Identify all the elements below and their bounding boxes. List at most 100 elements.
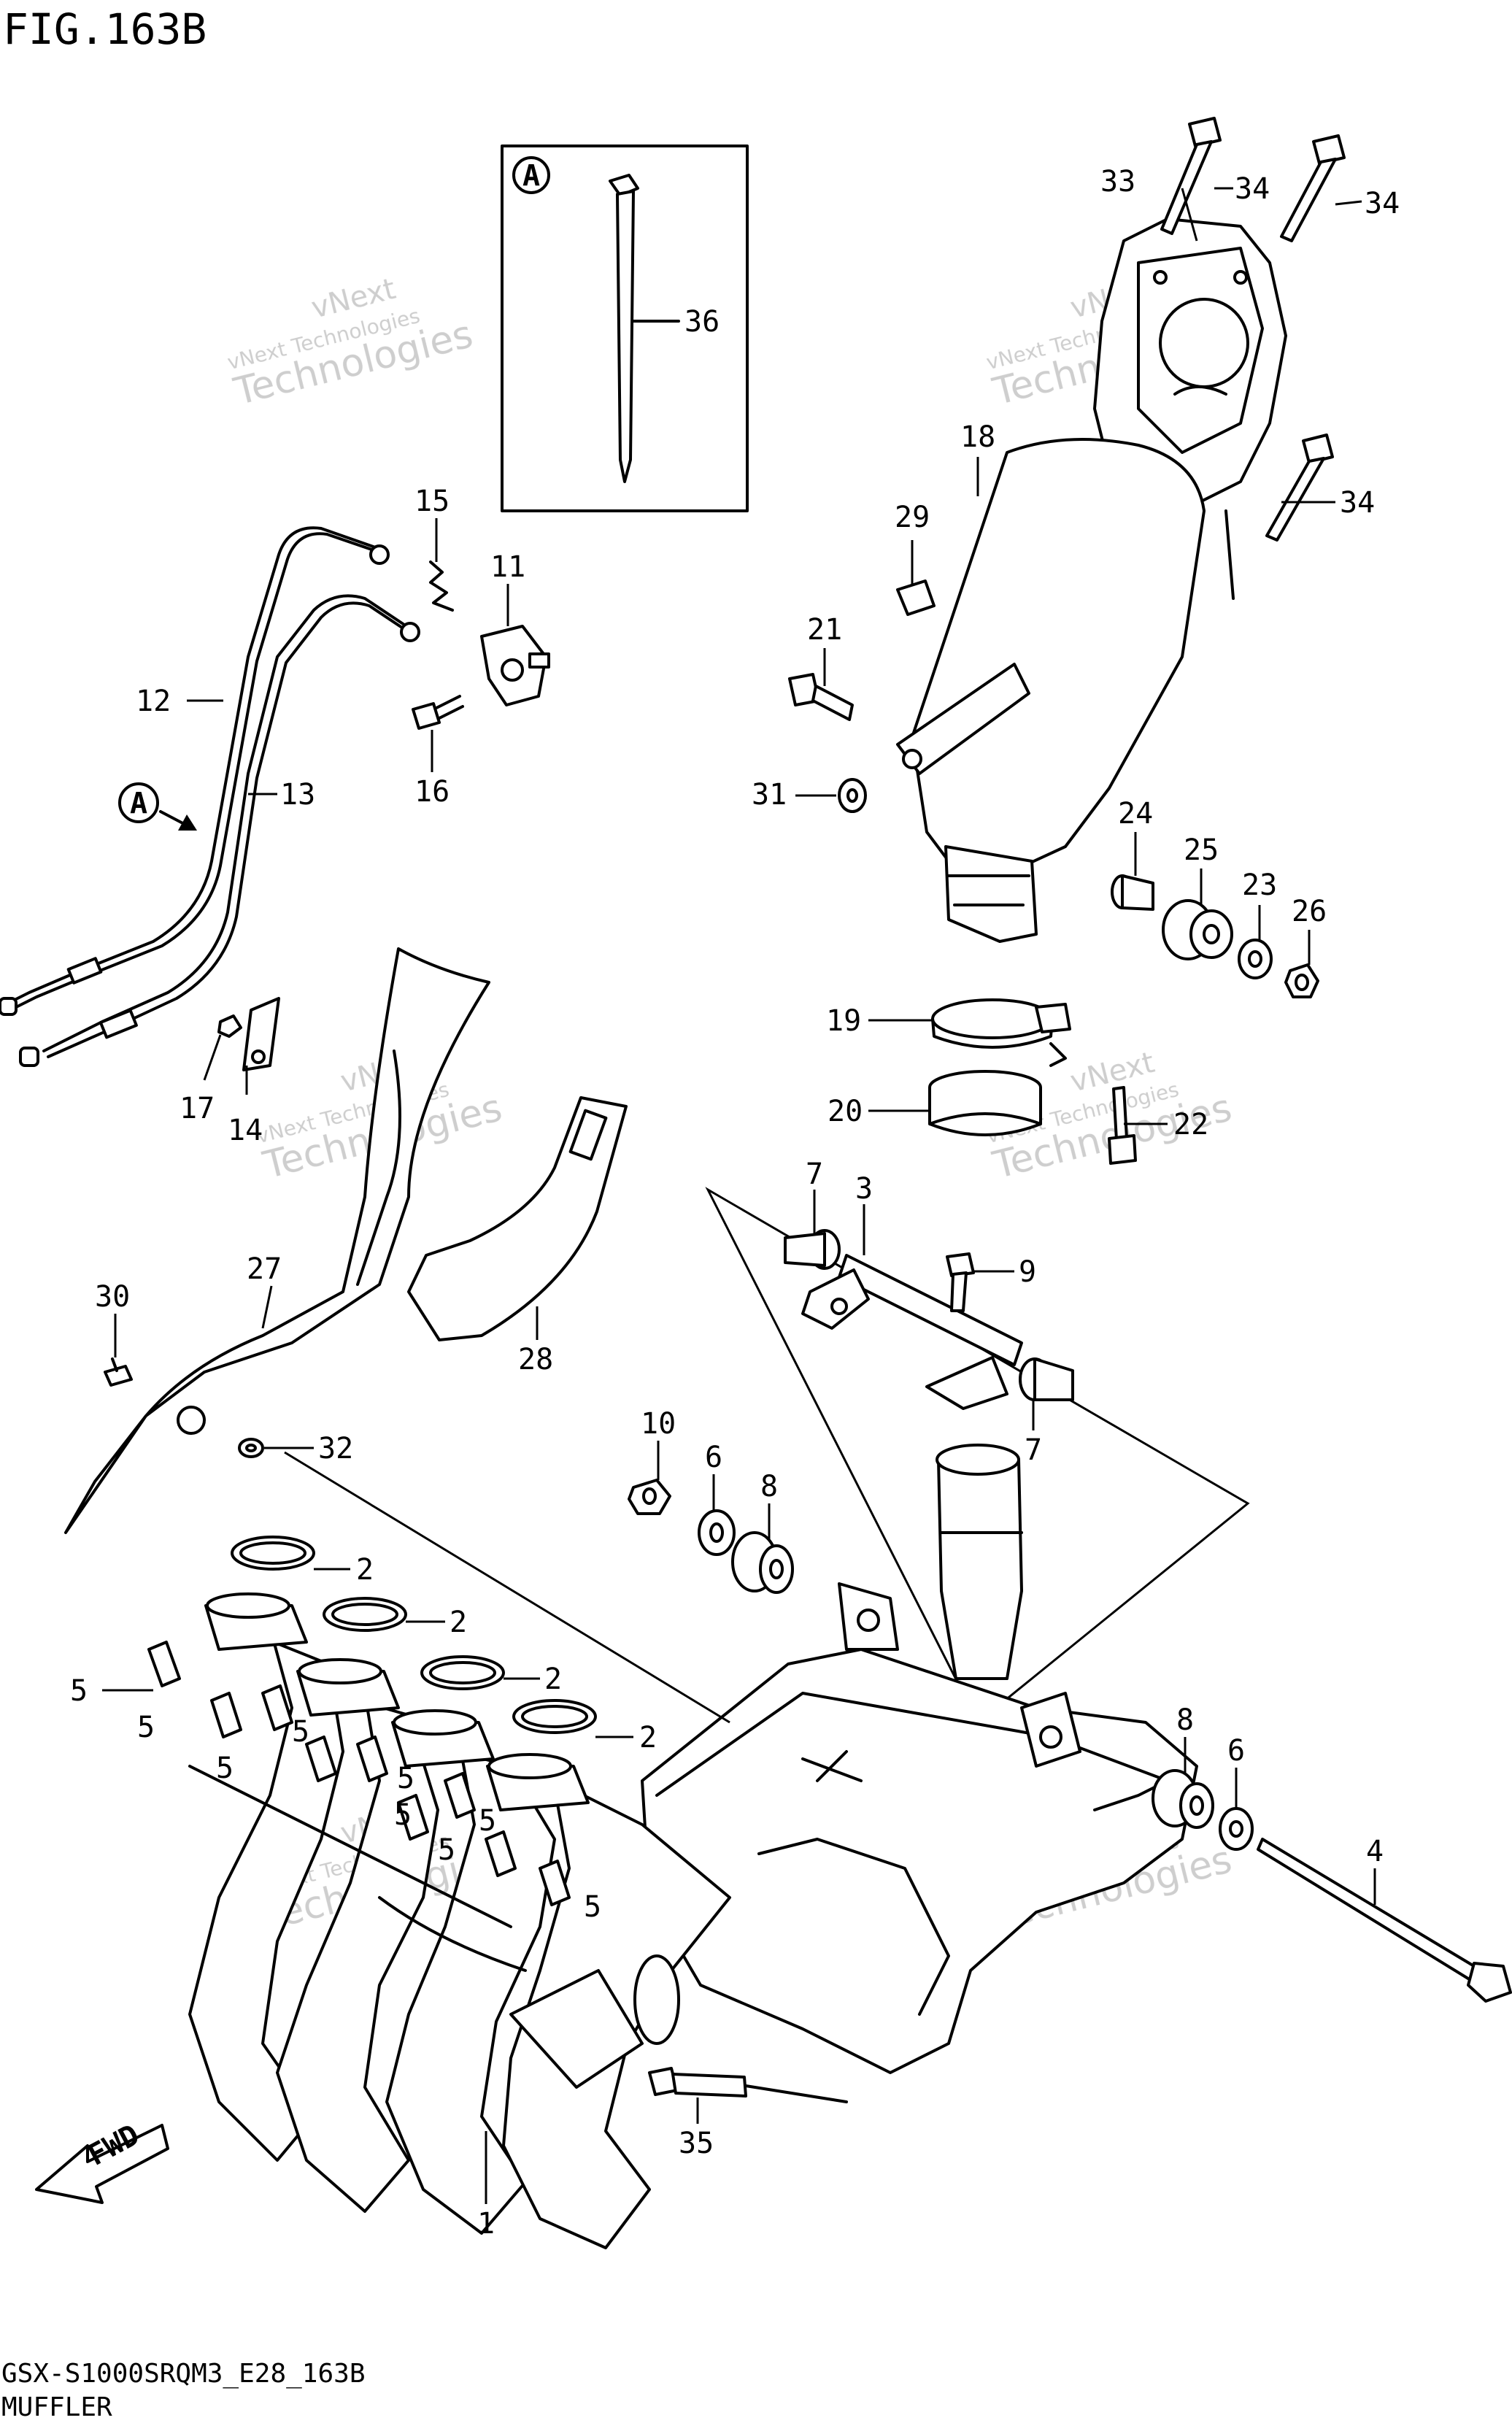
nut-26 [1284, 963, 1319, 998]
cushion-25 [1162, 899, 1233, 960]
callout-16: 16 [414, 775, 450, 809]
header-flange-1 [204, 1592, 308, 1651]
cable-12 [0, 526, 390, 1016]
callout-27: 27 [247, 1252, 282, 1286]
clamp-19 [931, 998, 1071, 1049]
reference-arrow-a: A [118, 782, 197, 831]
cushion-8-left [731, 1531, 794, 1594]
callout-2-d: 2 [639, 1721, 657, 1754]
callout-5-b: 5 [137, 1711, 155, 1744]
grommet-32 [238, 1438, 264, 1458]
callout-3: 3 [855, 1172, 873, 1206]
header-flange-3 [391, 1709, 495, 1768]
callout-13: 13 [280, 778, 315, 812]
callout-34-a: 34 [1235, 172, 1270, 206]
callout-28: 28 [518, 1343, 553, 1376]
nut-31 [838, 778, 867, 813]
callout-31: 31 [752, 778, 787, 812]
stud-5-e [356, 1736, 388, 1782]
heat-shield-28 [407, 1096, 628, 1341]
stud-5-g [444, 1772, 476, 1819]
callout-34-c: 34 [1340, 486, 1375, 520]
cable-tie-36 [609, 174, 680, 483]
callout-6-b: 6 [1227, 1734, 1245, 1768]
cushion-8-right [1152, 1769, 1214, 1829]
header-flange-2 [296, 1658, 400, 1717]
arrow-head-icon [178, 814, 197, 831]
callout-4: 4 [1366, 1835, 1384, 1868]
muffler-body-18 [896, 438, 1206, 943]
bracket-14 [242, 997, 280, 1071]
callout-5-h: 5 [479, 1804, 496, 1838]
callout-5-i: 5 [584, 1890, 601, 1924]
callout-8-b: 8 [1176, 1703, 1194, 1737]
callout-5-a: 5 [70, 1674, 88, 1708]
callout-29: 29 [895, 501, 930, 534]
nut-17 [217, 1014, 242, 1038]
callout-21: 21 [807, 613, 842, 647]
callout-7-b: 7 [1025, 1433, 1042, 1467]
gasket-2-4 [512, 1699, 597, 1734]
direction-arrow: FWD [35, 2118, 169, 2204]
callout-30: 30 [95, 1280, 130, 1314]
gasket-2-1 [231, 1536, 315, 1571]
damper-29 [896, 579, 936, 616]
collar-7-bottom [1019, 1357, 1074, 1401]
callout-36: 36 [684, 305, 720, 339]
stud-5-c [261, 1684, 293, 1731]
stud-5-h [485, 1830, 517, 1877]
bracket-3 [801, 1254, 1023, 1410]
callout-2-b: 2 [450, 1606, 467, 1639]
sensor-35 [648, 2067, 848, 2103]
callout-23: 23 [1242, 868, 1277, 902]
callout-15: 15 [414, 485, 450, 518]
callout-20: 20 [828, 1095, 863, 1128]
callout-33: 33 [1100, 165, 1135, 199]
gasket-2-3 [420, 1655, 505, 1690]
bolt-34-right [1265, 434, 1334, 542]
callout-5-e: 5 [397, 1762, 414, 1795]
stud-5-a [147, 1641, 181, 1687]
bolt-34-top-right [1280, 134, 1346, 242]
callout-17: 17 [180, 1092, 215, 1125]
bolt-21 [788, 673, 854, 721]
callout-2-a: 2 [356, 1553, 374, 1587]
washer-6-left [698, 1509, 736, 1556]
callout-7-a: 7 [806, 1157, 823, 1191]
collar-7-top [784, 1229, 841, 1270]
bolt-9 [946, 1252, 975, 1312]
model-code: GSX-S1000SRQM3_E28_163B [1, 2359, 366, 2389]
reference-marker-circle [118, 782, 159, 823]
callout-1: 1 [477, 2207, 495, 2241]
callout-2-c: 2 [544, 1663, 562, 1696]
callout-5-f: 5 [394, 1798, 412, 1832]
callout-5-g: 5 [438, 1833, 455, 1867]
cable-bracket-11 [480, 625, 550, 706]
callout-5-d: 5 [292, 1715, 309, 1749]
callout-25: 25 [1184, 833, 1219, 867]
callout-9: 9 [1019, 1255, 1036, 1289]
bolt-30 [104, 1357, 133, 1387]
callout-labels: 33 34 34 34 36 18 29 21 31 24 25 23 26 1… [70, 165, 1400, 2241]
callout-8-a: 8 [760, 1470, 778, 1503]
nut-10 [628, 1479, 671, 1515]
callout-12: 12 [136, 685, 171, 718]
stud-5-d [305, 1736, 337, 1782]
stud-5-b [210, 1692, 242, 1738]
callout-26: 26 [1292, 895, 1327, 928]
bolt-34-top-left [1160, 117, 1222, 235]
washer-23 [1238, 939, 1273, 979]
spring-clip-15 [429, 561, 454, 612]
figure-title: FIG.163B [3, 4, 207, 54]
stud-5-f [397, 1794, 429, 1841]
header-flange-4 [486, 1753, 590, 1811]
callout-18: 18 [960, 420, 995, 454]
callout-5-c: 5 [216, 1752, 234, 1785]
inset-box-a: A [501, 145, 749, 512]
inset-marker-circle [512, 156, 550, 194]
gasket-2-2 [323, 1597, 407, 1632]
heat-shield-27 [64, 947, 490, 1534]
end-cap-33 [1093, 217, 1287, 600]
leader-lines [102, 187, 1376, 2204]
